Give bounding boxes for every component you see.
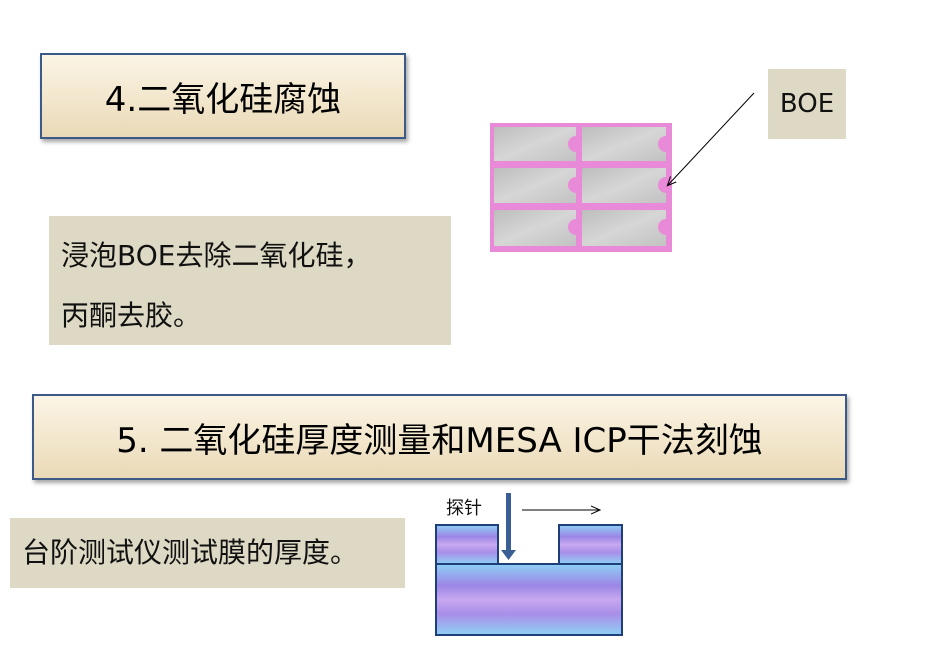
section4-description: 浸泡BOE去除二氧化硅， 丙酮去胶。 (49, 216, 451, 345)
boe-pointer-arrow (668, 92, 755, 185)
probe-tip (501, 550, 516, 560)
section4-description-line2: 丙酮去胶。 (61, 299, 202, 332)
section4-title: 4.二氧化硅腐蚀 (40, 53, 406, 139)
section5-title: 5. 二氧化硅厚度测量和MESA ICP干法刻蚀 (32, 394, 847, 480)
probe-icon (501, 493, 516, 560)
chip (582, 210, 666, 246)
probe-shaft (506, 493, 511, 551)
mesa-structure (435, 524, 623, 636)
chip (494, 127, 576, 161)
section5-description: 台阶测试仪测试膜的厚度。 (10, 518, 405, 588)
chip-grid (494, 127, 666, 246)
mesa-right-step (558, 524, 623, 565)
chip (494, 168, 576, 203)
mesa-left-step (435, 524, 499, 565)
mesa-base (435, 563, 623, 636)
chip (494, 210, 576, 246)
probe-label: 探针 (446, 498, 482, 519)
section4-description-line1: 浸泡BOE去除二氧化硅， (61, 239, 372, 272)
chip (582, 168, 666, 203)
boe-label: BOE (768, 69, 846, 139)
chip (582, 127, 666, 161)
wafer-pattern (490, 123, 672, 252)
